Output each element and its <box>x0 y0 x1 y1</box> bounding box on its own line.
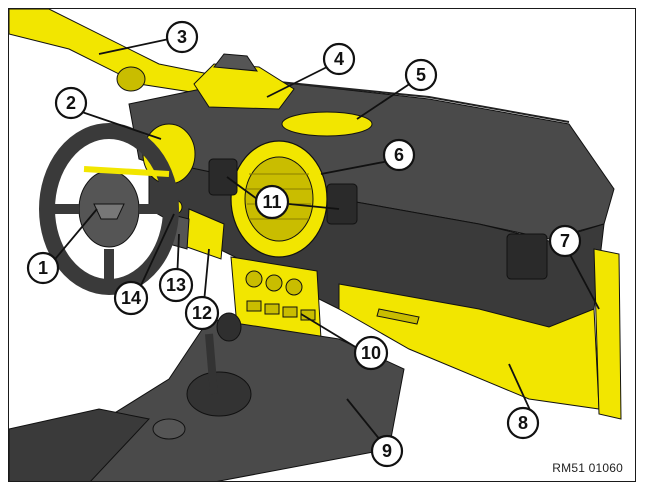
console-controller <box>152 418 186 440</box>
armrest <box>9 408 150 481</box>
center-speaker <box>281 111 373 137</box>
air-vent-right <box>326 183 358 225</box>
gear-knob <box>216 312 242 342</box>
callout-label-12: 12 <box>192 303 212 323</box>
leader-3 <box>98 38 170 55</box>
reference-code: RM51 01060 <box>552 461 623 475</box>
mini-badge <box>93 203 125 220</box>
leader-1 <box>50 208 98 265</box>
switch-panel-knobs <box>245 270 316 321</box>
callout-label-5: 5 <box>416 65 426 85</box>
gear-boot <box>186 371 252 417</box>
hud-screen <box>213 53 258 72</box>
callout-label-13: 13 <box>166 275 186 295</box>
leader-7 <box>566 248 600 310</box>
callout-label-11: 11 <box>262 192 281 212</box>
callout-8: 8 <box>506 406 540 440</box>
air-vent-passenger <box>506 233 548 280</box>
callout-11: 11 <box>254 184 290 220</box>
callout-9: 9 <box>370 434 404 468</box>
callout-1: 1 <box>26 251 60 285</box>
callout-label-1: 1 <box>38 258 48 278</box>
a-pillar-speaker <box>116 66 146 92</box>
leader-11a <box>226 176 258 200</box>
callout-5: 5 <box>404 58 438 92</box>
callout-2: 2 <box>54 86 88 120</box>
steering-wheel-spokes <box>49 204 169 279</box>
callout-4: 4 <box>322 42 356 76</box>
dashboard-illustration: 1 2 3 4 5 6 7 8 <box>9 9 622 481</box>
callout-label-7: 7 <box>560 231 570 251</box>
leader-lines <box>50 38 600 452</box>
leader-11b <box>288 203 340 210</box>
callout-label-14: 14 <box>121 288 141 308</box>
callout-6: 6 <box>382 138 416 172</box>
diagram-frame: 1 2 3 4 5 6 7 8 <box>8 8 636 482</box>
callout-label-8: 8 <box>518 413 528 433</box>
leader-2 <box>78 110 162 140</box>
callout-7: 7 <box>548 224 582 258</box>
callout-label-9: 9 <box>382 441 392 461</box>
side-panel-trim <box>593 248 622 420</box>
stalk <box>83 166 170 177</box>
callout-label-3: 3 <box>177 27 187 47</box>
leader-6 <box>320 160 390 175</box>
callout-label-10: 10 <box>361 343 381 363</box>
air-vent-left <box>208 158 238 196</box>
windshield-edge <box>248 78 570 123</box>
hud-housing <box>193 63 295 110</box>
callout-label-6: 6 <box>394 145 404 165</box>
leader-14 <box>136 213 175 295</box>
callout-13: 13 <box>158 267 194 303</box>
glovebox-handle <box>376 308 420 325</box>
steering-wheel-rim <box>39 123 179 295</box>
callout-label-4: 4 <box>334 49 344 69</box>
callout-3: 3 <box>165 20 199 54</box>
callout-10: 10 <box>353 335 389 371</box>
gear-lever <box>205 333 218 395</box>
callout-12: 12 <box>184 295 220 331</box>
callout-14: 14 <box>113 280 149 316</box>
leader-5 <box>356 82 412 120</box>
callout-label-2: 2 <box>66 93 76 113</box>
leader-4 <box>266 64 332 98</box>
